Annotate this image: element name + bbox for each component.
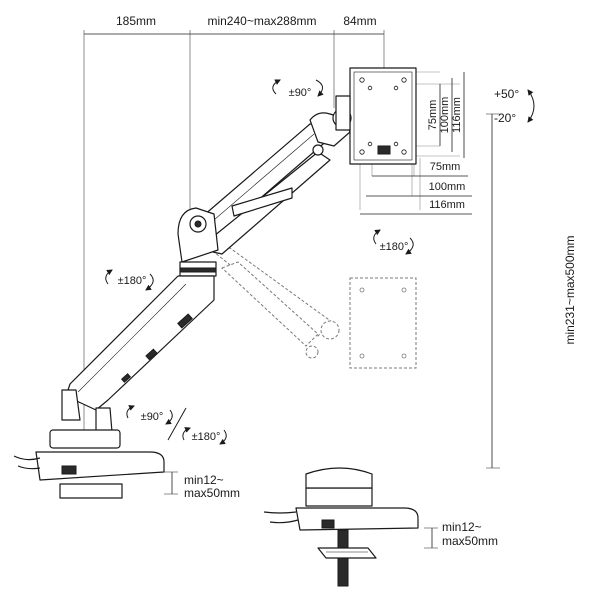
ghost-tilt-joint	[305, 345, 319, 359]
clamp-plate	[59, 483, 123, 499]
dim-clamp-right-line1: min12~	[442, 520, 482, 534]
tilt-down-label: -20°	[494, 111, 516, 125]
panel-rotation-arrow-icon	[373, 229, 381, 245]
ghost-forearm	[212, 247, 333, 337]
cable-left	[13, 455, 41, 461]
pole-neck	[95, 407, 113, 433]
dim-vesa-h-small: 75mm	[430, 161, 461, 173]
dim-top-middle: min240~max288mm	[207, 14, 316, 28]
clamp-mount-detail: min12~ max50mm	[263, 467, 498, 587]
lower-arm	[65, 275, 215, 411]
vesa-plate-lock	[377, 145, 391, 155]
ghost-vesa-holes	[359, 287, 407, 359]
base-swivel-arrow-icon	[126, 405, 135, 419]
head-swivel-label: ±90°	[289, 87, 312, 99]
pole	[61, 389, 81, 421]
elbow-rotation-label: ±180°	[118, 275, 147, 287]
base-rotation-arrow-icon	[182, 427, 191, 441]
dim-top-left: 185mm	[116, 14, 156, 28]
dim-vesa-v-medium: 100mm	[439, 97, 451, 134]
dim-vesa-h-medium: 100mm	[429, 181, 466, 193]
dim-clamp-left-line1: min12~	[184, 473, 224, 487]
ghost-forearm-lower	[221, 261, 319, 347]
detail-base-plate	[295, 507, 419, 531]
tilt-up-label: +50°	[494, 87, 519, 101]
ghost-arm-position	[212, 247, 417, 369]
left-clamp-dimension: min12~ max50mm	[164, 471, 240, 500]
vesa-plate-inner	[353, 71, 413, 161]
head-bracket	[335, 95, 351, 131]
dim-vesa-v-large: 116mm	[451, 97, 463, 133]
detail-grommet-icon	[321, 519, 335, 529]
base-collar	[49, 429, 121, 449]
dim-vesa-v-small: 75mm	[427, 100, 439, 131]
elbow-arrow-icon	[105, 269, 113, 285]
panel-rotation-label: ±180°	[380, 241, 409, 253]
vesa-plate-group: 75mm 100mm 116mm 75mm 100mm 116mm	[349, 67, 472, 215]
separator-slash	[167, 407, 187, 441]
detail-collar	[305, 487, 373, 507]
base-plate	[35, 451, 165, 481]
base-grommet-icon	[61, 465, 77, 475]
top-dimension-lines: 185mm min240~max288mm 84mm	[83, 14, 385, 448]
head-swivel-arrow-icon	[272, 79, 281, 95]
base-rotation-label: ±180°	[192, 431, 221, 443]
clamp-lower-plate	[317, 547, 377, 559]
dim-top-right: 84mm	[343, 14, 376, 28]
tilt-arrow-icon	[527, 89, 535, 123]
gas-spring-cover	[231, 187, 293, 217]
tilt-indicator: +50° -20°	[494, 87, 535, 125]
dim-height-range: min231~max500mm	[563, 235, 577, 344]
ghost-head-joint	[320, 320, 340, 340]
cable-right	[263, 511, 297, 514]
tilt-knob	[312, 144, 324, 156]
monitor-arm	[13, 95, 352, 499]
ghost-vesa-plate	[349, 277, 417, 369]
dim-vesa-h-large: 116mm	[429, 199, 465, 211]
height-dimension: min231~max500mm	[486, 113, 577, 469]
vesa-plate-holes	[359, 77, 407, 155]
dim-clamp-right-line2: max50mm	[442, 534, 498, 548]
elbow-housing	[177, 207, 219, 263]
base-swivel-label: ±90°	[141, 411, 164, 423]
rotation-labels: ±90° ±180° ±180° ±90° ±180°	[105, 79, 414, 445]
dim-clamp-left-line2: max50mm	[184, 486, 240, 500]
